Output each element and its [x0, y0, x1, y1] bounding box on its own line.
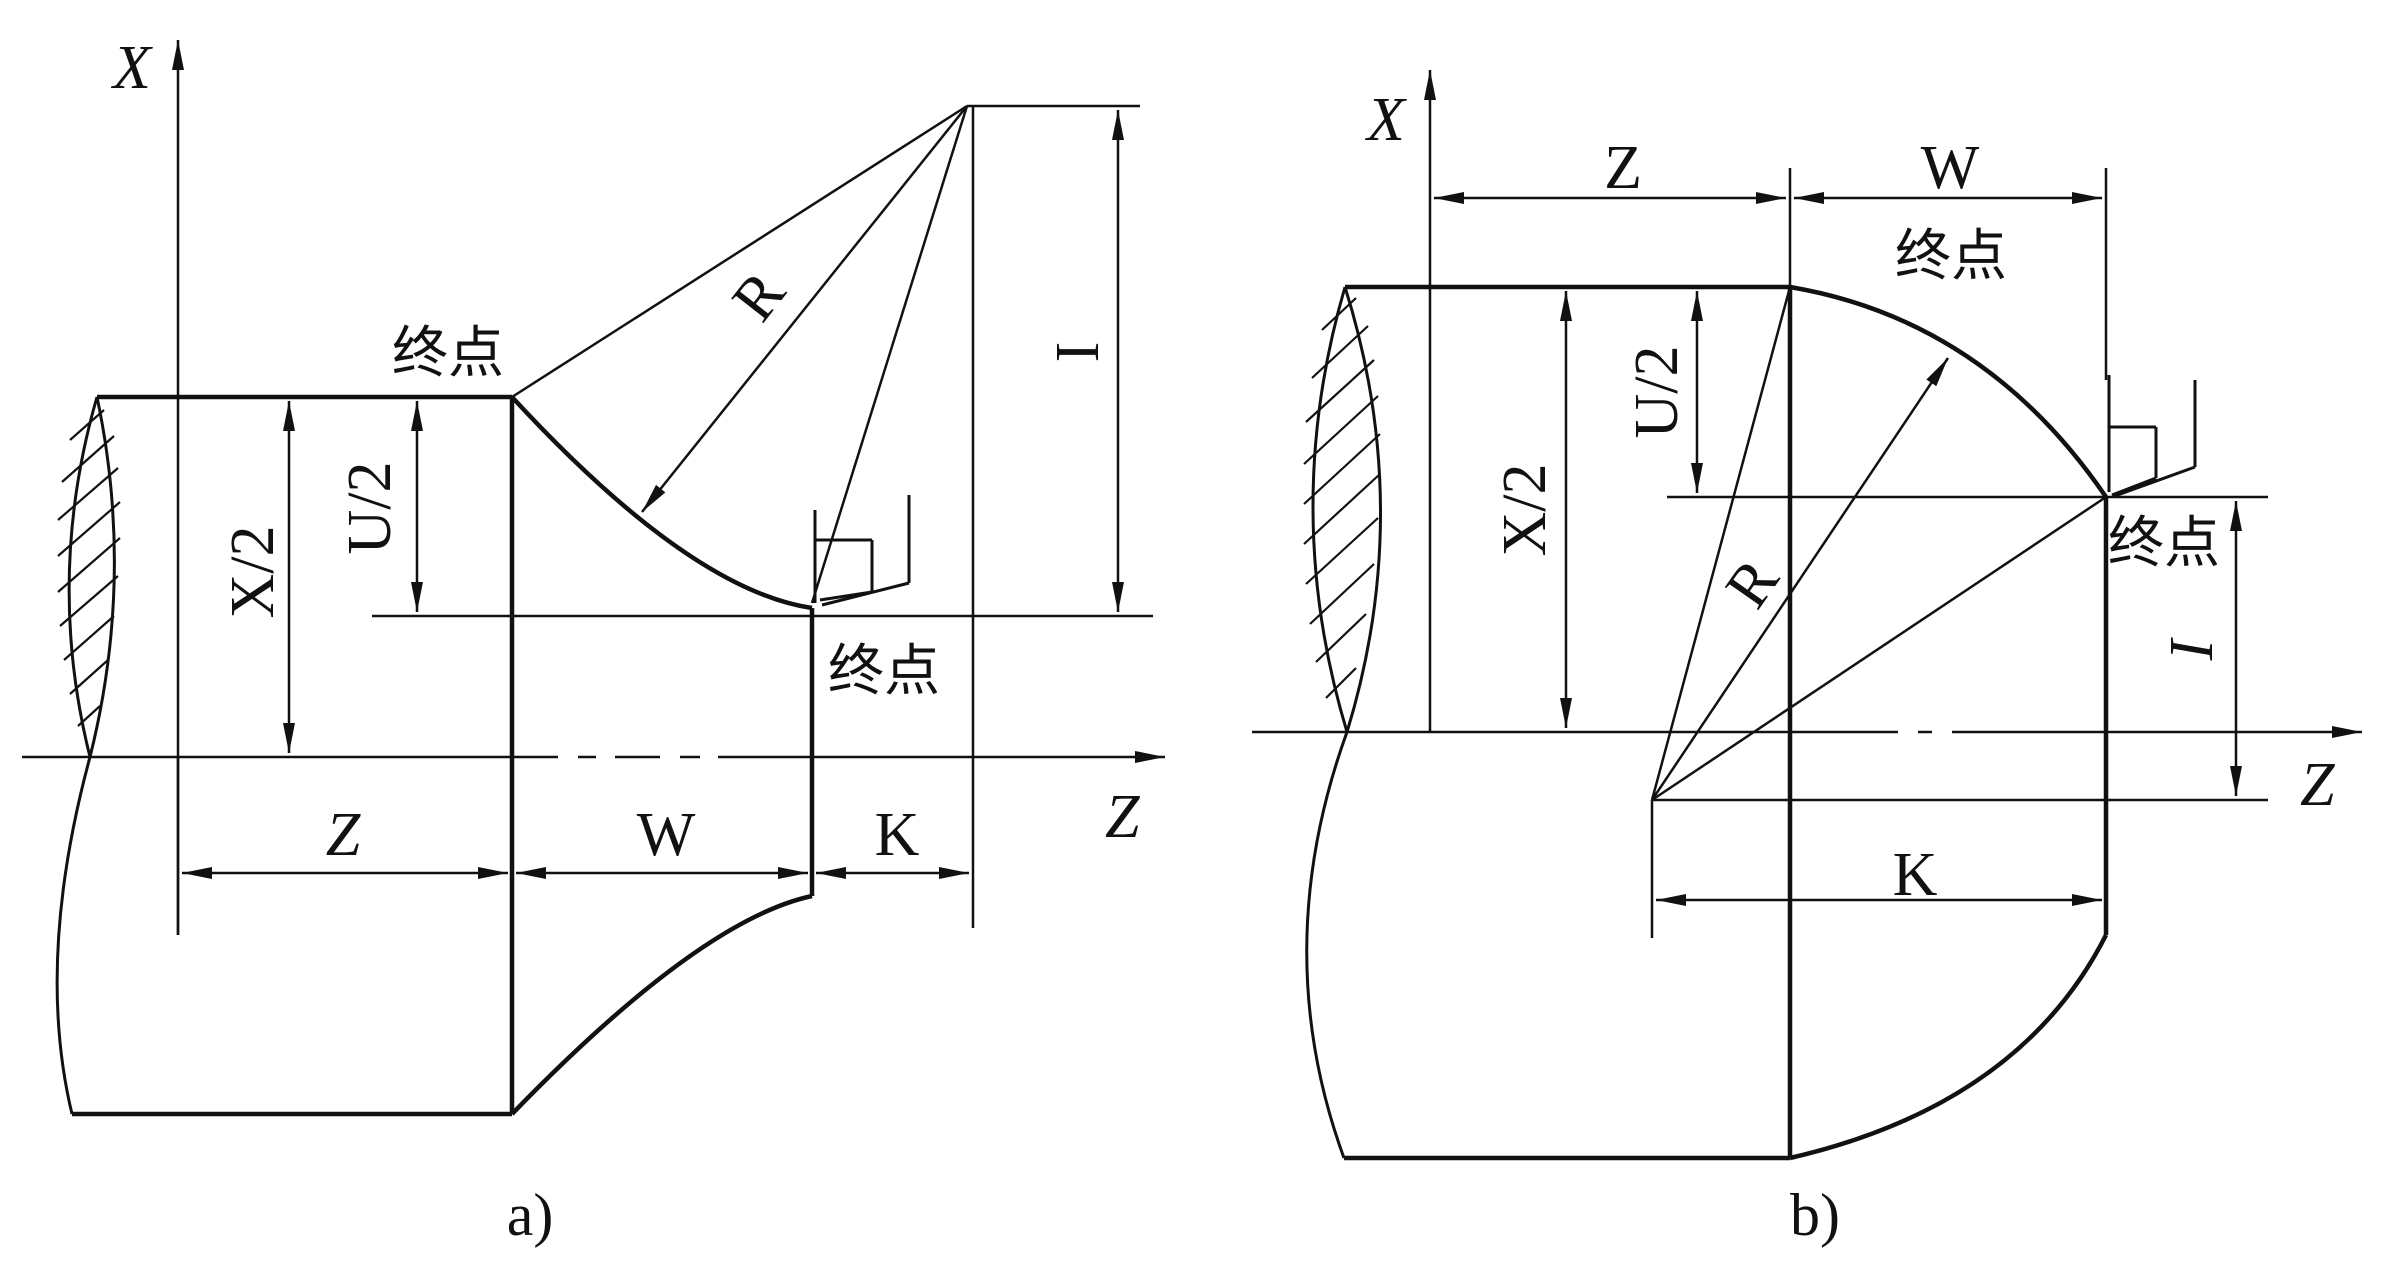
workpiece-break-curve-a — [88, 396, 116, 758]
radius-label-a: R — [719, 259, 798, 334]
convex-arc-b — [1789, 284, 2108, 499]
workpiece-break-curve-b — [1343, 286, 1382, 733]
axis-z-label-a: Z — [1105, 783, 1140, 851]
caption-b: b) — [1790, 1182, 1840, 1248]
concave-arc-lower-a — [510, 893, 813, 1116]
dim-i-label-b: I — [2158, 636, 2226, 661]
axis-z-label-b: Z — [2300, 751, 2335, 819]
axis-x-label-a: X — [110, 34, 153, 102]
dim-k-label-b: K — [1893, 841, 1938, 909]
workpiece-break-lower-b — [1305, 731, 1349, 1159]
radius-arrow-b — [1650, 357, 1950, 801]
end-point-label-a-top: 终点 — [392, 321, 504, 386]
cutting-tool-b — [2107, 375, 2197, 499]
workpiece-break-left-a — [67, 396, 99, 758]
dim-x-half-label-b: X/2 — [1491, 464, 1559, 557]
hatch-a — [57, 409, 121, 727]
tangent-line-a2 — [810, 105, 969, 604]
dim-z-label-b: Z — [1604, 134, 1642, 202]
end-point-label-a-bottom: 终点 — [828, 639, 940, 704]
concave-arc-a — [510, 395, 813, 611]
dim-w-label-a: W — [637, 801, 696, 869]
dim-x-half-label-a: X/2 — [219, 526, 287, 619]
radius-line-end-b — [1651, 495, 2107, 802]
radius-arrow-a — [641, 105, 968, 513]
cutting-tool-a — [813, 495, 911, 607]
tangent-line-a1 — [511, 104, 968, 399]
workpiece-break-left-b — [1311, 286, 1349, 733]
end-point-label-b-right: 终点 — [2108, 511, 2220, 576]
panel-a: X Z — [22, 34, 1165, 1248]
radius-line-top-b — [1650, 286, 1792, 801]
end-point-label-b-top: 终点 — [1895, 224, 2007, 289]
hatch-b — [1303, 297, 1381, 699]
dim-i-label-a: I — [1044, 342, 1112, 363]
dim-u-half-label-a: U/2 — [336, 462, 404, 555]
axis-x-label-b: X — [1364, 86, 1407, 154]
dim-k-label-a: K — [875, 801, 920, 869]
dim-u-half-label-b: U/2 — [1623, 346, 1691, 439]
caption-a: a) — [507, 1182, 554, 1248]
workpiece-break-lower-a — [55, 756, 92, 1115]
convex-arc-lower-b — [1789, 933, 2109, 1161]
panel-b: X Z — [1252, 70, 2362, 1248]
dim-z-label-a: Z — [326, 801, 361, 869]
dim-w-label-b: W — [1921, 134, 1980, 202]
